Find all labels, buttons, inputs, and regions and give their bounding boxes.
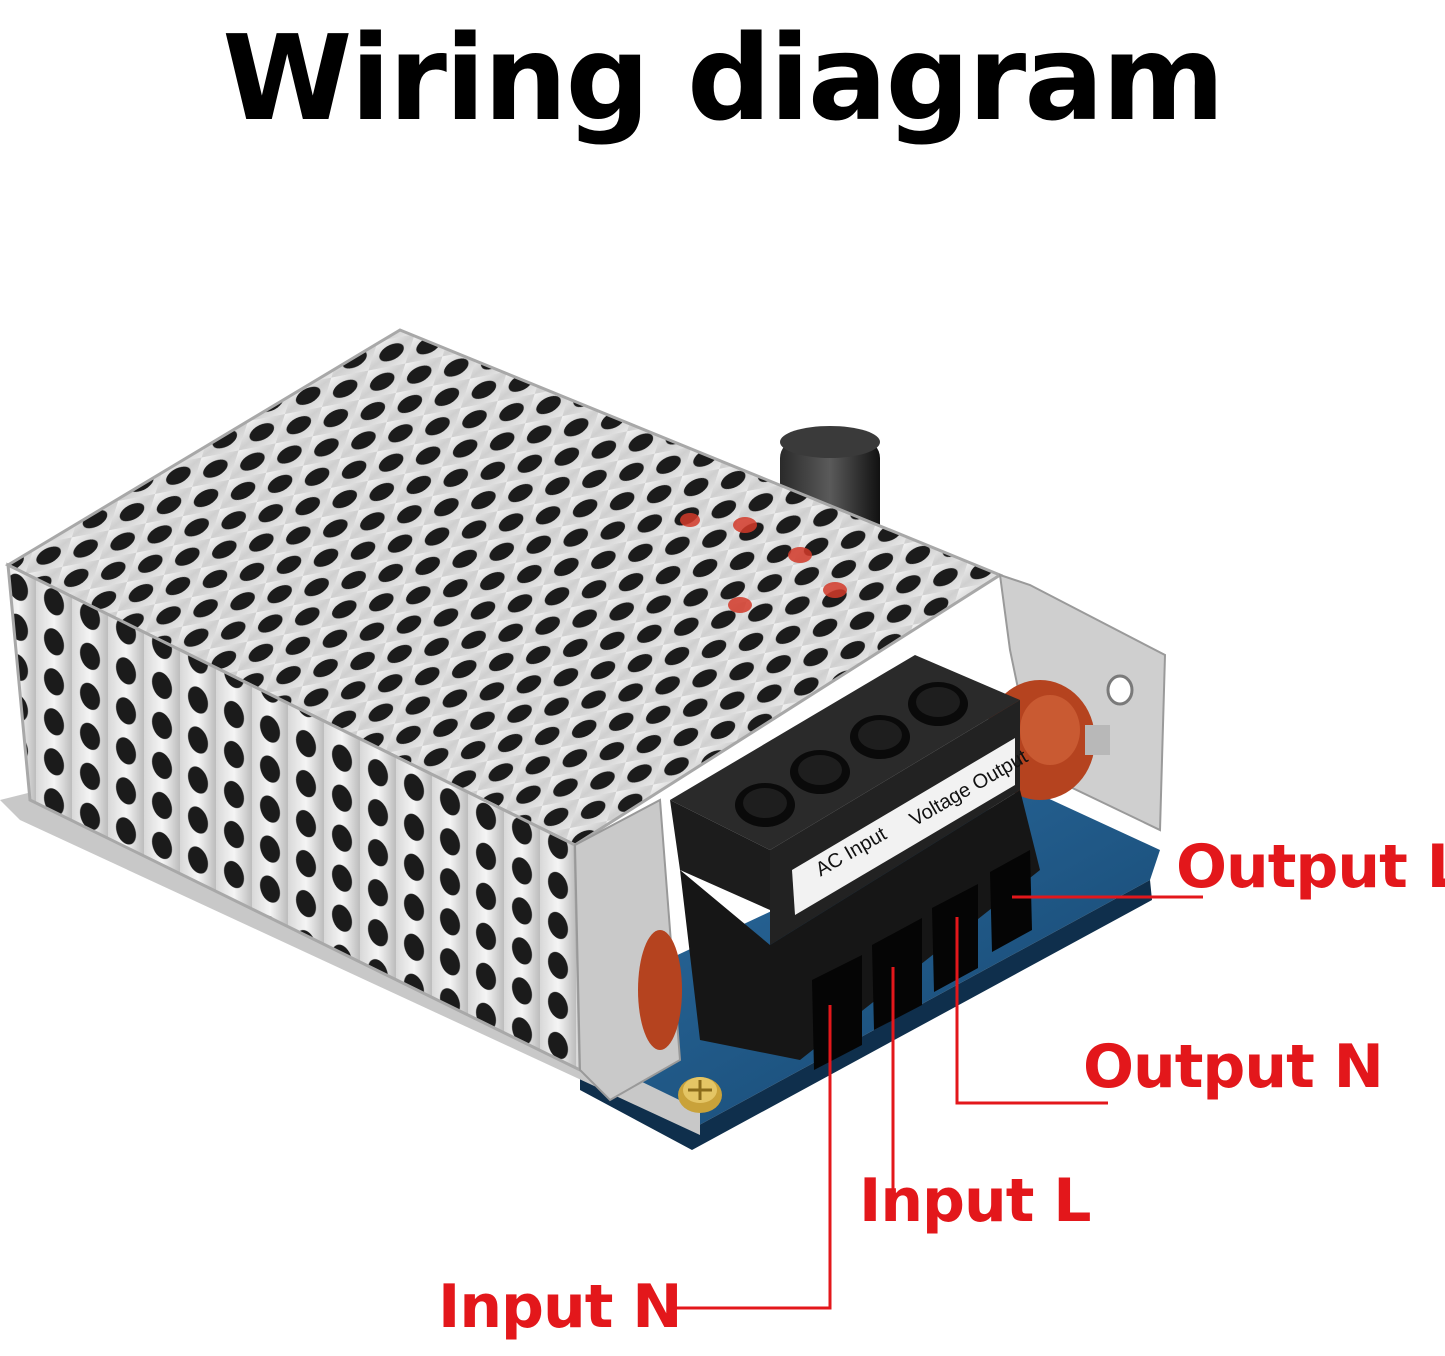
wire-entry-slots <box>812 850 1032 1070</box>
page-title: Wiring diagram <box>222 9 1225 147</box>
leader-input-n <box>674 1005 832 1310</box>
capacitor-left <box>638 930 682 1050</box>
enclosure-base-lip <box>0 790 700 1135</box>
terminal-block <box>670 655 1040 1070</box>
mounting-hole <box>1106 674 1134 706</box>
leader-output-n <box>955 917 1108 1105</box>
callout-output-l: Output L <box>1176 832 1445 902</box>
terminal-label-strip <box>792 738 1015 915</box>
callout-input-n: Input N <box>438 1272 682 1342</box>
callout-output-n: Output N <box>1083 1032 1384 1102</box>
mounting-screw <box>678 1077 722 1113</box>
callout-input-l: Input L <box>859 1166 1092 1236</box>
internal-components-visible <box>680 513 847 613</box>
callout-leader-lines <box>674 895 1203 1310</box>
